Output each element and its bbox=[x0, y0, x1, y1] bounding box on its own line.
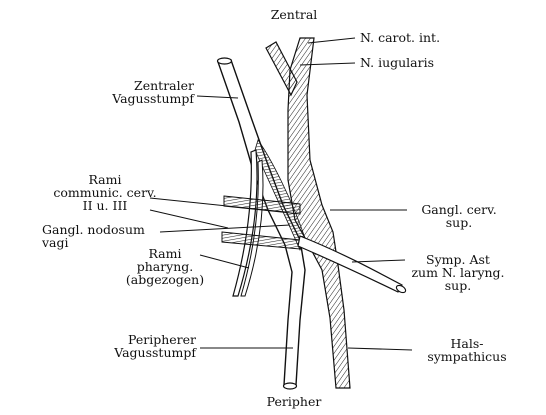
rami-pharyng bbox=[233, 150, 257, 296]
label-line: Vagusstumpf bbox=[84, 346, 196, 359]
leader-carot bbox=[308, 38, 355, 43]
label-rami-communic: Rami communic. cerv. II u. III bbox=[50, 173, 160, 212]
label-peripherer-vagusstumpf: Peripherer Vagusstumpf bbox=[84, 333, 196, 359]
label-rami-pharyng: Rami pharyng. (abgezogen) bbox=[115, 247, 215, 286]
label-halssympathicus: Hals- sympathicus bbox=[412, 337, 522, 363]
symp-ast-laryng bbox=[298, 236, 402, 292]
leader-rami-communic-2 bbox=[150, 210, 228, 228]
leader-symp-ast bbox=[352, 260, 405, 262]
label-line: (abgezogen) bbox=[115, 273, 215, 286]
label-zentral: Zentral bbox=[258, 8, 330, 21]
peripher-stump-end bbox=[284, 383, 297, 389]
label-line: II u. III bbox=[50, 199, 160, 212]
label-zentraler-vagusstumpf: Zentraler Vagusstumpf bbox=[70, 79, 194, 105]
label-line: sympathicus bbox=[412, 350, 522, 363]
label-n-carot-int: N. carot. int. bbox=[360, 31, 440, 44]
vagus-stump-end bbox=[218, 58, 232, 64]
leader-hals bbox=[348, 348, 412, 350]
label-line: Vagusstumpf bbox=[70, 92, 194, 105]
label-gangl-cerv-sup: Gangl. cerv. sup. bbox=[410, 203, 508, 229]
leader-gangl-nodosum bbox=[160, 225, 290, 232]
label-peripher: Peripher bbox=[255, 395, 333, 408]
label-line: sup. bbox=[410, 216, 508, 229]
label-gangl-nodosum: Gangl. nodosum vagi bbox=[42, 223, 145, 249]
label-symp-ast: Symp. Ast zum N. laryng. sup. bbox=[402, 253, 514, 292]
label-n-iugularis: N. iugularis bbox=[360, 56, 434, 69]
label-line: sup. bbox=[402, 279, 514, 292]
